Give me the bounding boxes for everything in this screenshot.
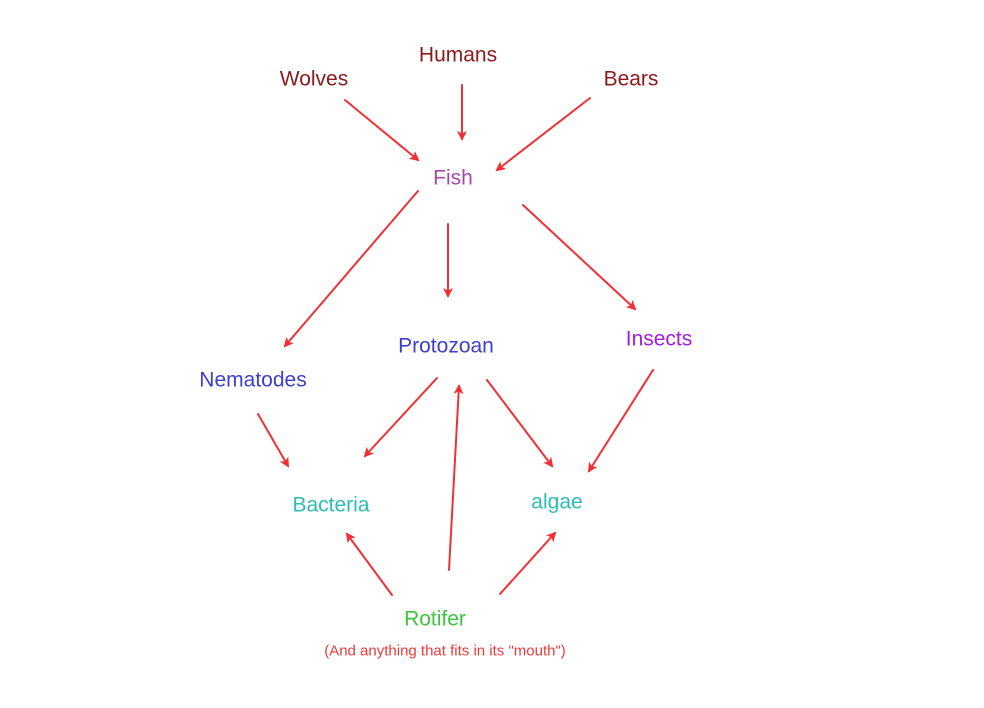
edge-rotifer-protozoan: [448, 384, 464, 571]
edge-rotifer-bacteria: [345, 532, 393, 596]
edge-wolves-fish: [344, 99, 420, 162]
edge-protozoan-bacteria: [363, 377, 438, 458]
node-humans: Humans: [418, 43, 498, 67]
node-rotifer: Rotifer: [404, 607, 466, 631]
edge-nematodes-bacteria: [257, 413, 289, 468]
node-insects: Insects: [625, 327, 693, 351]
edge-fish-insects: [522, 204, 637, 311]
node-algae: algae: [531, 490, 583, 514]
node-fish: Fish: [433, 166, 473, 190]
node-nematodes: Nematodes: [199, 368, 307, 392]
edge-bears-fish: [495, 97, 591, 172]
edge-fish-nematodes: [283, 190, 419, 348]
edges-layer: [257, 84, 654, 596]
edge-rotifer-algae: [499, 531, 557, 595]
node-wolves: Wolves: [279, 67, 349, 91]
rotifer-note: (And anything that fits in its "mouth"): [324, 642, 566, 660]
node-protozoan: Protozoan: [398, 334, 494, 358]
edge-protozoan-algae: [486, 379, 554, 468]
node-bears: Bears: [603, 67, 659, 91]
edge-insects-algae: [587, 369, 654, 473]
node-bacteria: Bacteria: [292, 493, 370, 517]
